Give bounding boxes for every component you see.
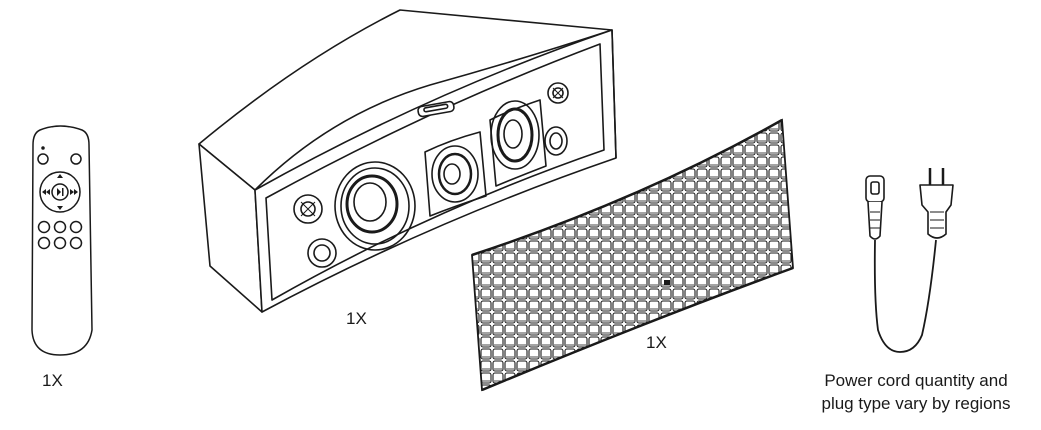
center-driver (424, 131, 487, 217)
power-cord (865, 168, 954, 353)
remote-mute-button (70, 153, 82, 165)
power-cord-note: Power cord quantity and plug type vary b… (800, 369, 1032, 415)
power-cord-note-line1: Power cord quantity and (824, 371, 1008, 390)
speaker-grille (471, 118, 794, 392)
right-tweeter (547, 82, 569, 104)
power-cord-note-line2: plug type vary by regions (821, 394, 1011, 413)
right-port (544, 126, 568, 156)
right-woofer (489, 99, 547, 187)
remote-control (31, 125, 93, 356)
power-cable (873, 239, 937, 353)
left-port (307, 238, 337, 268)
remote-quantity-label: 1X (42, 371, 63, 390)
remote-play-pause-button (51, 183, 69, 201)
remote-nav-ring (39, 171, 81, 213)
remote-power-button (37, 153, 49, 165)
speaker-quantity-label: 1X (346, 309, 367, 328)
speaker-unit (198, 9, 617, 313)
left-tweeter (293, 194, 323, 224)
iec-connector (865, 175, 885, 240)
left-woofer (334, 161, 416, 251)
grille-quantity-label: 1X (646, 333, 667, 352)
euro-plug (919, 168, 954, 239)
